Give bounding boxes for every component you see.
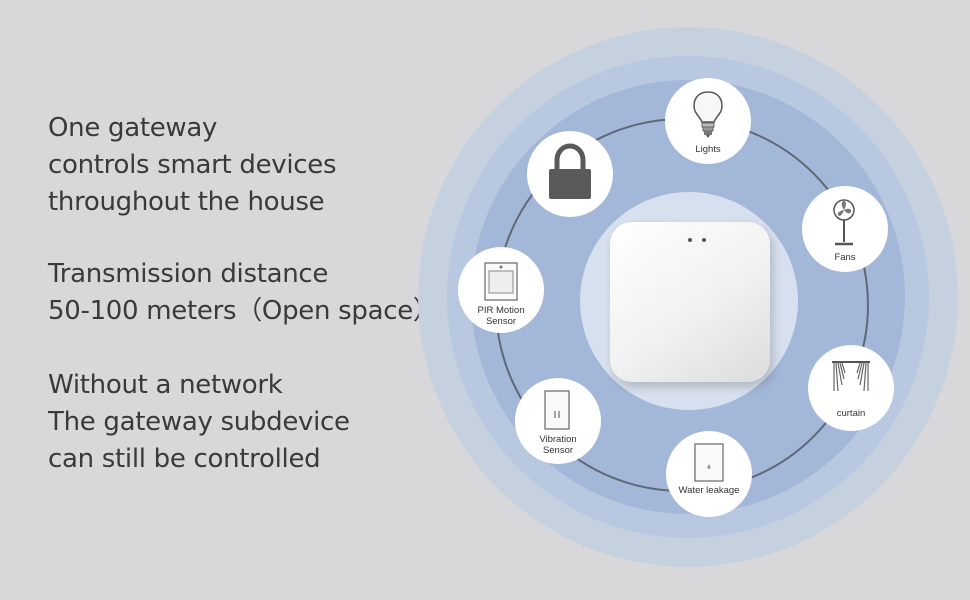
device-lights: Lights xyxy=(665,78,751,164)
offline-line-3: can still be controlled xyxy=(48,444,321,474)
device-curtain: curtain xyxy=(808,345,894,431)
device-pir-motion-sensor: PIR Motion Sensor xyxy=(458,247,544,333)
device-label: Water leakage xyxy=(678,485,740,496)
device-label: Sensor xyxy=(485,316,517,327)
padlock-icon xyxy=(549,143,591,199)
offline-line-2: The gateway subdevice xyxy=(48,407,350,437)
gateway-hub xyxy=(610,222,770,382)
motion-sensor-icon xyxy=(484,262,518,301)
intro-line-3: throughout the house xyxy=(48,187,325,217)
device-water-leakage: Water leakage xyxy=(666,431,752,517)
distance-text: Transmission distance 50-100 meters（Open… xyxy=(48,256,439,330)
device-label: curtain xyxy=(836,408,866,419)
curtain-icon xyxy=(832,361,870,392)
device-label: Lights xyxy=(695,144,721,155)
distance-line-2: 50-100 meters（Open space） xyxy=(48,296,439,326)
device-label: PIR Motion xyxy=(477,305,525,316)
intro-text: One gateway controls smart devices throu… xyxy=(48,110,428,221)
water-leak-sensor-icon xyxy=(694,443,724,482)
intro-line-1: One gateway xyxy=(48,113,218,143)
hub-indicator-dot xyxy=(702,238,706,242)
device-fans: Fans xyxy=(802,186,888,272)
device-lock xyxy=(527,131,613,217)
light-bulb-icon xyxy=(693,91,723,138)
offline-text: Without a network The gateway subdevice … xyxy=(48,367,428,478)
device-label: Fans xyxy=(834,252,856,263)
hub-indicator-dot xyxy=(688,238,692,242)
intro-line-2: controls smart devices xyxy=(48,150,337,180)
fan-icon xyxy=(833,199,855,246)
device-label: Sensor xyxy=(542,445,574,456)
device-vibration-sensor: Vibration Sensor xyxy=(515,378,601,464)
device-label: Vibration xyxy=(539,434,577,445)
distance-line-1: Transmission distance xyxy=(48,259,329,289)
vibration-sensor-icon xyxy=(544,390,570,430)
offline-line-1: Without a network xyxy=(48,370,283,400)
